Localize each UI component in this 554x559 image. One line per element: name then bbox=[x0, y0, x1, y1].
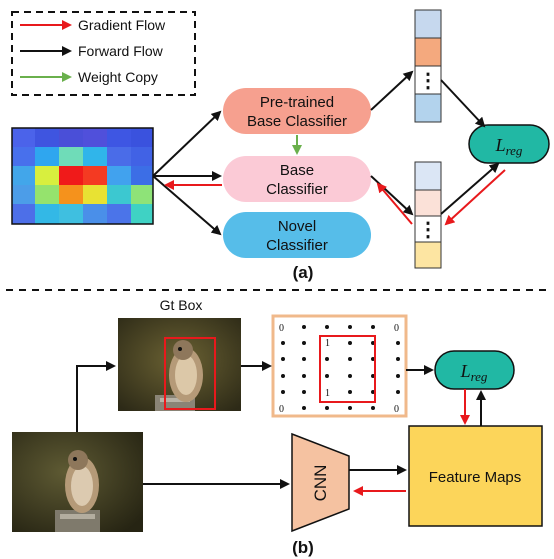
arrow-base-to-vector bbox=[370, 175, 414, 216]
grid-zero-tl: 0 bbox=[279, 323, 284, 334]
loss-b-subscript: reg bbox=[471, 369, 488, 384]
arrow-bottom-vector-to-loss bbox=[440, 162, 500, 215]
legend-forward-label: Forward Flow bbox=[78, 43, 164, 59]
svg-text:Lreg: Lreg bbox=[460, 361, 488, 384]
grid-one-bottom: 1 bbox=[325, 388, 330, 399]
novel-line1: Novel bbox=[278, 218, 316, 235]
gradient-arrow-vector-to-base bbox=[376, 182, 413, 225]
pretrained-base-classifier: Pre-trained Base Classifier bbox=[223, 88, 371, 134]
base-line1: Base bbox=[280, 162, 314, 179]
photo-with-gt-box bbox=[118, 318, 241, 411]
cnn-label: CNN bbox=[311, 465, 330, 502]
feature-maps-block: Feature Maps bbox=[408, 425, 543, 527]
loss-a-subscript: reg bbox=[506, 143, 523, 158]
pretrained-line1: Pre-trained bbox=[260, 94, 334, 111]
loss-a-symbol: L bbox=[495, 135, 506, 155]
arrow-heatmap-to-pretrained bbox=[152, 110, 222, 177]
arrow-pretrained-to-vector bbox=[370, 70, 414, 111]
svg-text:Lreg: Lreg bbox=[495, 135, 523, 158]
novel-classifier: Novel Classifier bbox=[223, 212, 371, 258]
output-vector-top: ⋮ bbox=[414, 9, 442, 123]
vector-bottom-dots: ⋮ bbox=[418, 219, 438, 241]
feature-maps-label: Feature Maps bbox=[429, 469, 522, 486]
grid-zero-tr: 0 bbox=[394, 323, 399, 334]
legend-weight-label: Weight Copy bbox=[78, 69, 158, 85]
output-vector-bottom: ⋮ bbox=[414, 161, 442, 269]
pretrained-line2: Base Classifier bbox=[247, 113, 347, 130]
gt-grid: 0 0 0 0 1 1 bbox=[271, 314, 408, 418]
grid-zero-bl: 0 bbox=[279, 404, 284, 415]
loss-b-symbol: L bbox=[460, 361, 471, 381]
base-classifier: Base Classifier bbox=[223, 156, 371, 202]
feature-heatmap bbox=[11, 127, 154, 225]
loss-reg-b: Lreg bbox=[434, 350, 515, 390]
grid-zero-br: 0 bbox=[394, 404, 399, 415]
loss-reg-a: Lreg bbox=[468, 124, 550, 164]
grid-one-top: 1 bbox=[325, 338, 330, 349]
base-line2: Classifier bbox=[266, 181, 328, 198]
novel-line2: Classifier bbox=[266, 237, 328, 254]
caption-a: (a) bbox=[293, 263, 314, 282]
caption-b: (b) bbox=[292, 538, 314, 557]
gradient-arrow-loss-to-vector bbox=[444, 169, 506, 226]
vector-top-dots: ⋮ bbox=[418, 70, 438, 92]
legend: Gradient Flow Forward Flow Weight Copy bbox=[11, 11, 196, 96]
arrow-top-vector-to-loss bbox=[440, 79, 486, 128]
cnn-block: CNN bbox=[291, 432, 350, 533]
gt-box-label: Gt Box bbox=[160, 297, 203, 313]
legend-gradient-label: Gradient Flow bbox=[78, 17, 166, 33]
arrow-photo-to-gt-photo bbox=[76, 361, 116, 432]
input-photo bbox=[12, 432, 143, 532]
